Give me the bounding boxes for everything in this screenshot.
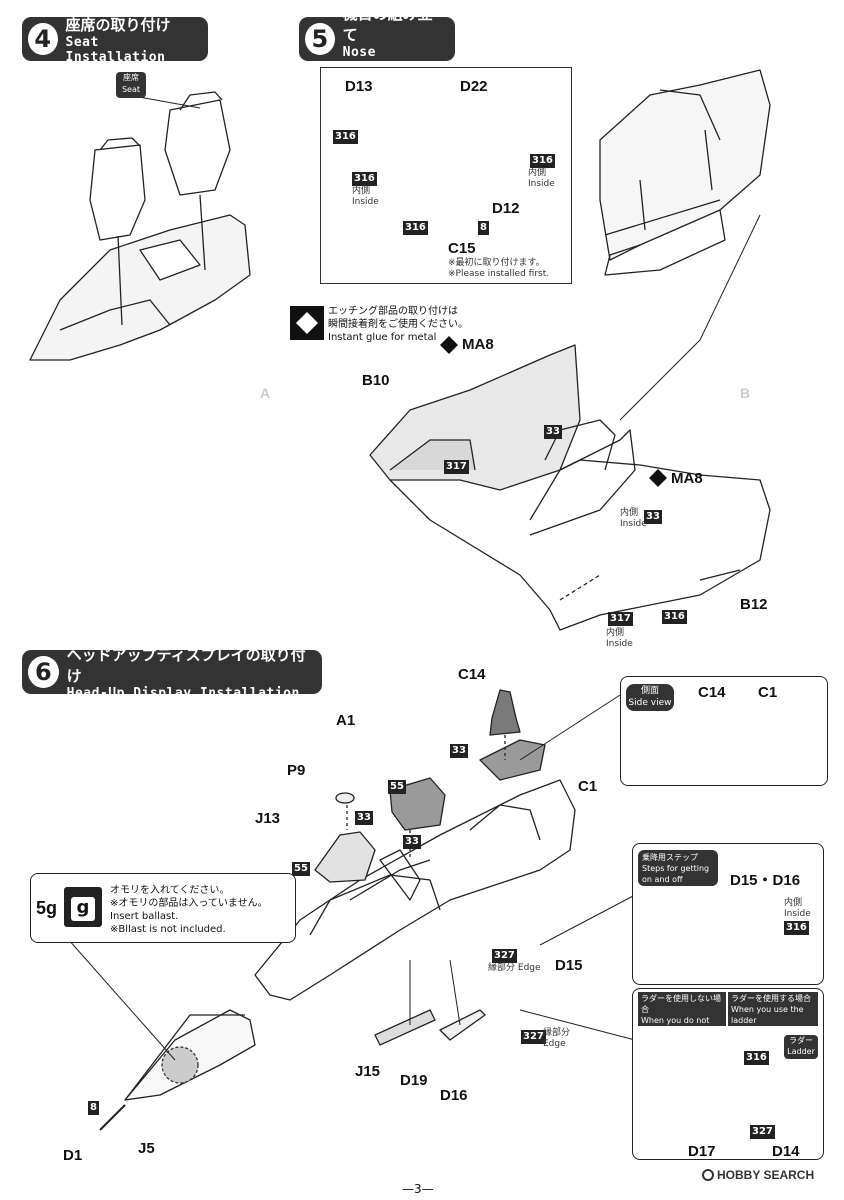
ladder-header-right: ラダーを使用する場合 When you use the ladder <box>728 992 818 1026</box>
seat-label-en: Seat <box>121 85 141 94</box>
paint-code: 316 <box>333 130 358 144</box>
step-title-jp: 座席の取り付け <box>65 15 171 34</box>
paint-code: 316 <box>744 1051 769 1065</box>
part-p9: P9 <box>287 762 306 779</box>
paint-code: 33 <box>355 811 373 825</box>
edge-note: 縁部分 Edge <box>543 1028 571 1049</box>
ballast-weight: 5g <box>36 898 58 918</box>
side-part-c1: C1 <box>758 684 778 701</box>
step-title-jp: ヘッドアップディスプレイの取り付け <box>66 645 306 685</box>
paint-code: 33 <box>450 744 468 758</box>
side-view-label: 側面 Side view <box>626 684 674 711</box>
paint-code: 316 <box>530 154 555 168</box>
part-j13: J13 <box>255 810 281 827</box>
inside-note: 内側 Inside <box>352 186 379 207</box>
watermark-icon <box>702 1169 714 1181</box>
paint-code: 33 <box>403 835 421 849</box>
part-d1: D1 <box>63 1147 83 1164</box>
ballast-icon: g <box>64 887 102 927</box>
step-4-header: 4 座席の取り付け Seat Installation <box>22 15 208 65</box>
step-title-en: Head-Up Display Installation <box>66 685 300 701</box>
etch-note: エッチング部品の取り付けは 瞬間接着剤をご使用ください。 Instant glu… <box>328 306 468 343</box>
etch-diamond <box>290 306 667 487</box>
ballast-icon-letter: g <box>71 897 95 921</box>
paint-code: 316 <box>352 172 377 186</box>
steps-parts: D15・D16 <box>730 872 801 889</box>
part-ma8: MA8 <box>462 336 494 353</box>
paint-code: 33 <box>544 425 562 439</box>
seat-label-jp: 座席 <box>123 73 139 82</box>
part-a1: A1 <box>336 712 356 729</box>
paint-code: 327 <box>521 1030 546 1044</box>
edge-note: 縁部分 Edge <box>488 963 541 973</box>
inside-note: 内側 Inside <box>606 628 633 649</box>
side-part-c14: C14 <box>698 684 726 701</box>
part-d12: D12 <box>492 200 520 217</box>
paint-code: 316 <box>403 221 428 235</box>
page-number: —3— <box>402 1182 434 1196</box>
part-j15: J15 <box>355 1063 381 1080</box>
seat-label: 座席 Seat <box>116 72 146 98</box>
part-j5: J5 <box>138 1140 155 1157</box>
ballast-note: オモリを入れてください。 ※オモリの部品は入っていません。 Insert bal… <box>110 885 268 935</box>
part-ma8-2: MA8 <box>671 470 703 487</box>
part-d22: D22 <box>460 78 488 95</box>
step-title-en: Seat Installation <box>65 34 166 65</box>
inside-note: 内側 Inside <box>620 508 647 529</box>
ladder-label: ラダー Ladder <box>784 1035 818 1059</box>
paint-code: 327 <box>750 1125 775 1139</box>
part-d17: D17 <box>688 1143 716 1160</box>
ladder-header-left: ラダーを使用しない場合 When you do not use the ladd… <box>638 992 726 1047</box>
step-number: 4 <box>28 23 58 55</box>
step-number: 6 <box>28 656 59 688</box>
inside-note: 内側 Inside <box>784 898 811 919</box>
watermark: HOBBY SEARCH <box>702 1168 814 1182</box>
paint-code: 8 <box>478 221 489 235</box>
part-c15: C15 <box>448 240 476 257</box>
step-number: 5 <box>305 23 335 55</box>
paint-code: 316 <box>784 921 809 935</box>
part-d16: D16 <box>440 1087 468 1104</box>
step-6-header: 6 ヘッドアップディスプレイの取り付け Head-Up Display Inst… <box>22 646 322 701</box>
part-d14: D14 <box>772 1143 800 1160</box>
background-ghost-b: B <box>740 385 751 401</box>
part-b10: B10 <box>362 372 390 389</box>
paint-code: 8 <box>88 1101 99 1115</box>
background-ghost-a: A <box>260 385 271 401</box>
inside-note: 内側 Inside <box>528 168 555 189</box>
install-first-note: ※最初に取り付けます。 ※Please installed first. <box>448 258 550 279</box>
part-b12: B12 <box>740 596 768 613</box>
part-c1: C1 <box>578 778 598 795</box>
paint-code: 316 <box>662 610 687 624</box>
step-5-header: 5 機首の組み立て Nose Assembly <box>299 5 455 75</box>
paint-code: 33 <box>644 510 662 524</box>
paint-code: 55 <box>292 862 310 876</box>
paint-code: 327 <box>492 949 517 963</box>
step-title-jp: 機首の組み立て <box>342 5 433 44</box>
part-c14: C14 <box>458 666 486 683</box>
part-d19: D19 <box>400 1072 428 1089</box>
paint-code: 55 <box>388 780 406 794</box>
part-d15: D15 <box>555 957 583 974</box>
paint-code: 317 <box>608 612 633 626</box>
paint-code: 317 <box>444 460 469 474</box>
part-d13: D13 <box>345 78 373 95</box>
steps-title: 乗降用ステップ Steps for getting on and off <box>638 850 718 886</box>
